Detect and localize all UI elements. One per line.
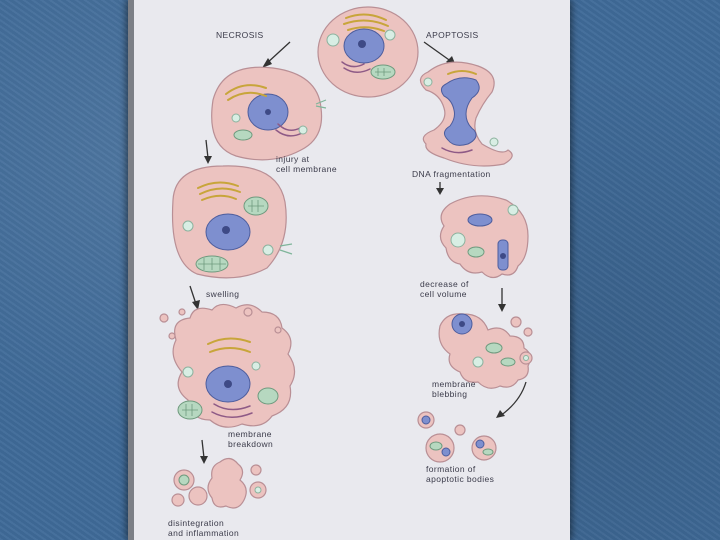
blebbing-label-2: blebbing xyxy=(432,389,467,399)
apoptosis-blebbing-cell xyxy=(439,314,532,389)
blebbing-label-1: membrane xyxy=(432,379,476,389)
arrow-necrosis-2 xyxy=(190,286,200,310)
necrosis-swelling-cell xyxy=(173,166,293,278)
necrosis-breakdown-cell xyxy=(160,304,295,427)
apoptotic-bodies-label-2: apoptotic bodies xyxy=(426,474,494,484)
disintegration-label-2: and inflammation xyxy=(168,528,239,538)
apoptosis-dna-fragmentation-cell xyxy=(420,62,512,166)
necrosis-injury-cell xyxy=(212,67,326,160)
swelling-label: swelling xyxy=(206,289,239,299)
dna-fragmentation-label: DNA fragmentation xyxy=(412,169,491,179)
arrow-apoptosis-3 xyxy=(496,382,526,418)
disintegration-label-1: disintegration xyxy=(168,518,224,528)
apoptotic-bodies-label-1: formation of xyxy=(426,464,476,474)
arrow-necrosis-1 xyxy=(204,140,212,164)
decrease-volume-label-2: cell volume xyxy=(420,289,467,299)
cell-death-diagram: NECROSIS APOPTOSIS injury at cell membra… xyxy=(128,0,570,540)
normal-cell xyxy=(318,7,418,97)
necrosis-disintegration-fragments xyxy=(172,458,266,508)
slide-panel: NECROSIS APOPTOSIS injury at cell membra… xyxy=(128,0,570,540)
membrane-breakdown-label-1: membrane xyxy=(228,429,272,439)
arrow-apoptosis-2 xyxy=(498,288,506,312)
injury-label-2: cell membrane xyxy=(276,164,337,174)
decrease-volume-label-1: decrease of xyxy=(420,279,469,289)
apoptosis-label: APOPTOSIS xyxy=(426,30,479,40)
membrane-breakdown-label-2: breakdown xyxy=(228,439,273,449)
necrosis-label: NECROSIS xyxy=(216,30,264,40)
apoptotic-bodies xyxy=(418,412,496,462)
arrow-apoptosis-1 xyxy=(436,182,444,195)
injury-label-1: injury at xyxy=(276,154,310,164)
apoptosis-shrinking-cell xyxy=(440,196,528,278)
arrow-necrosis-3 xyxy=(200,440,208,464)
arrow-to-necrosis xyxy=(262,42,290,68)
